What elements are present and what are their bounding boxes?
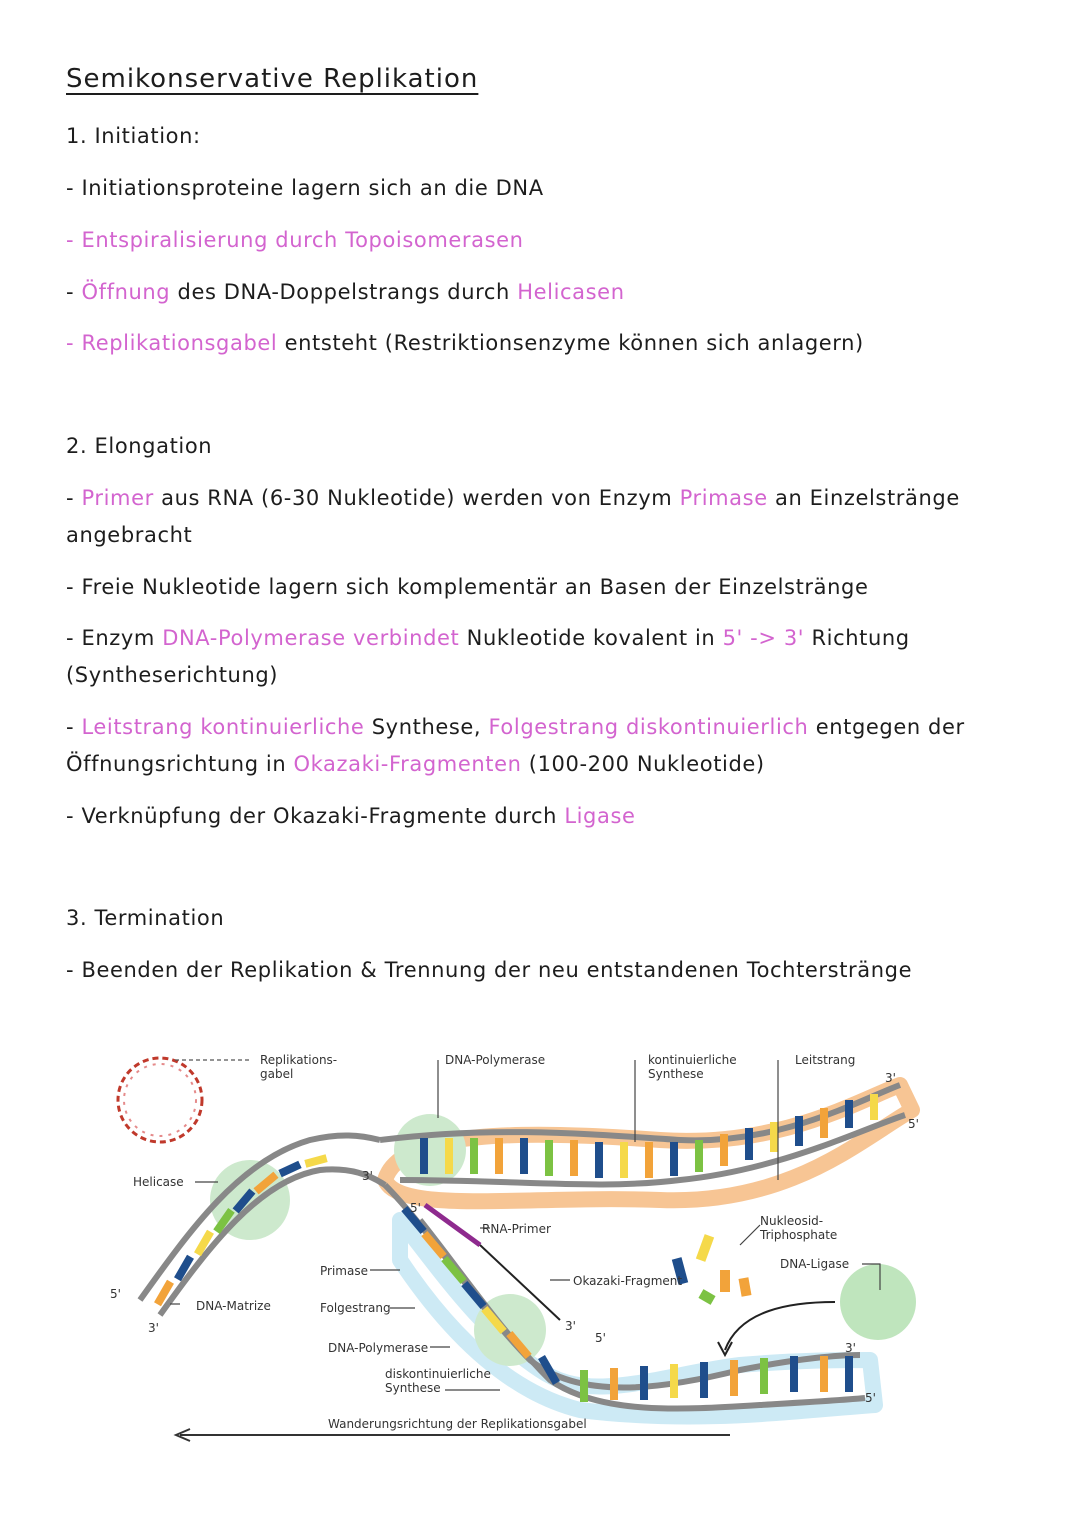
dna-polymerase-top-circle [394, 1114, 466, 1186]
termination-heading: 3. Termination [66, 906, 225, 930]
text: Synthese, [364, 715, 489, 739]
elongation-line-1-cont: angebracht [66, 523, 193, 547]
initiation-heading: 1. Initiation: [66, 124, 201, 148]
text: - Enzym [66, 626, 163, 650]
highlight: Primer [81, 486, 154, 510]
text: - [66, 280, 82, 304]
elongation-line-4-cont: Öffnungsrichtung in Okazaki-Fragmenten (… [66, 752, 765, 776]
label-helicase: Helicase [133, 1175, 184, 1189]
text: - [66, 715, 82, 739]
label-end-5-primer: 5' [410, 1201, 421, 1215]
elongation-line-3-cont: (Syntheserichtung) [66, 663, 279, 687]
ligase-arrow [724, 1301, 836, 1351]
highlight: Öffnung [81, 280, 171, 304]
dna-ligase-circle [840, 1264, 916, 1340]
initiation-line-2: - Entspiralisierung durch Topoisomerasen [66, 228, 524, 252]
initiation-line-4: - Replikationsgabel entsteht (Restriktio… [66, 331, 864, 355]
highlight: Helicasen [517, 280, 625, 304]
label-end-5-left: 5' [110, 1287, 121, 1301]
base-pairs-left [154, 1154, 328, 1307]
highlight: Leitstrang kontinuierliche [81, 715, 365, 739]
label-kontinuierliche-1: kontinuierliche [648, 1053, 737, 1067]
label-leitstrang: Leitstrang [795, 1053, 855, 1067]
label-dna-polymerase-top: DNA-Polymerase [445, 1053, 545, 1067]
text: des DNA-Doppelstrangs durch [170, 280, 518, 304]
label-diskontinuierliche-1: diskontinuierliche [385, 1367, 491, 1381]
parental-strand-top [137, 1132, 381, 1302]
text: Öffnungsrichtung in [66, 752, 294, 776]
label-end-3-left: 3' [148, 1321, 159, 1335]
label-replikationsgabel-1: Replikations- [260, 1053, 337, 1067]
label-nukleosid-1: Nukleosid- [760, 1214, 823, 1228]
text: - Verknüpfung der Okazaki-Fragmente durc… [66, 804, 565, 828]
highlight: - Replikationsgabel [66, 331, 278, 355]
label-okazaki: Okazaki-Fragment [573, 1274, 682, 1288]
text: Richtung [804, 626, 910, 650]
label-diskontinuierliche-2: Synthese [385, 1381, 441, 1395]
label-replikationsgabel-2: gabel [260, 1067, 293, 1081]
label-end-5-top-right: 5' [908, 1117, 919, 1131]
label-rna-primer: RNA-Primer [482, 1222, 551, 1236]
free-nucleotides [671, 1234, 752, 1305]
rna-primer [423, 1202, 482, 1248]
text: - [66, 486, 82, 510]
highlight: Folgestrang diskontinuierlich [488, 715, 809, 739]
text: entsteht (Restriktionsenzyme können sich… [277, 331, 864, 355]
label-end-5-bottom-right: 5' [865, 1391, 876, 1405]
initiation-line-3: - Öffnung des DNA-Doppelstrangs durch He… [66, 280, 625, 304]
highlight: Ligase [564, 804, 636, 828]
text: entgegen der [808, 715, 965, 739]
ligase-arrowhead [717, 1341, 733, 1358]
initiation-line-1: - Initiationsproteine lagern sich an die… [66, 176, 544, 200]
label-end-3-okazaki: 3' [565, 1319, 576, 1333]
parental-strand-bottom [157, 1166, 387, 1317]
highlight: Primase [679, 486, 768, 510]
text: Nukleotide kovalent in [459, 626, 723, 650]
highlight: Okazaki-Fragmenten [293, 752, 522, 776]
page-title: Semikonservative Replikation [66, 64, 479, 94]
elongation-line-3: - Enzym DNA-Polymerase verbindet Nukleot… [66, 626, 910, 650]
elongation-line-5: - Verknüpfung der Okazaki-Fragmente durc… [66, 804, 636, 828]
label-dna-polymerase-bottom: DNA-Polymerase [328, 1341, 428, 1355]
text: aus RNA (6-30 Nukleotide) werden von Enz… [153, 486, 680, 510]
label-wanderungsrichtung: Wanderungsrichtung der Replikationsgabel [328, 1417, 587, 1431]
highlight: 5' -> 3' [722, 626, 805, 650]
label-nukleosid-2: Triphosphate [759, 1228, 837, 1242]
termination-line-1: - Beenden der Replikation & Trennung der… [66, 958, 913, 982]
base-pairs-leading [420, 1094, 878, 1178]
label-dna-ligase: DNA-Ligase [780, 1257, 849, 1271]
migration-arrowhead [173, 1428, 191, 1442]
okazaki-fragment-line [479, 1244, 561, 1321]
label-end-3-leading: 3' [362, 1169, 373, 1183]
label-end-3-bottom-right: 3' [845, 1341, 856, 1355]
replication-fork-diagram: Replikations- gabel DNA-Polymerase konti… [110, 1053, 920, 1442]
label-folgestrang: Folgestrang [320, 1301, 391, 1315]
label-primase: Primase [320, 1264, 368, 1278]
elongation-line-1: - Primer aus RNA (6-30 Nukleotide) werde… [66, 486, 960, 510]
label-end-5-lagging: 5' [595, 1331, 606, 1345]
leader-lines [170, 1060, 881, 1391]
label-end-3-top-right: 3' [885, 1071, 896, 1085]
base-pairs-lagging [401, 1205, 853, 1402]
plasmid-inner [123, 1063, 197, 1137]
label-dna-matrize: DNA-Matrize [196, 1299, 271, 1313]
label-kontinuierliche-2: Synthese [648, 1067, 704, 1081]
elongation-line-2: - Freie Nukleotide lagern sich komplemen… [66, 575, 869, 599]
highlight: DNA-Polymerase verbindet [162, 626, 460, 650]
leading-new-strand [399, 1112, 906, 1188]
text: (100-200 Nukleotide) [521, 752, 765, 776]
plasmid-circle [116, 1056, 204, 1144]
elongation-line-4: - Leitstrang kontinuierliche Synthese, F… [66, 715, 965, 739]
text: an Einzelstränge [767, 486, 960, 510]
elongation-heading: 2. Elongation [66, 434, 213, 458]
